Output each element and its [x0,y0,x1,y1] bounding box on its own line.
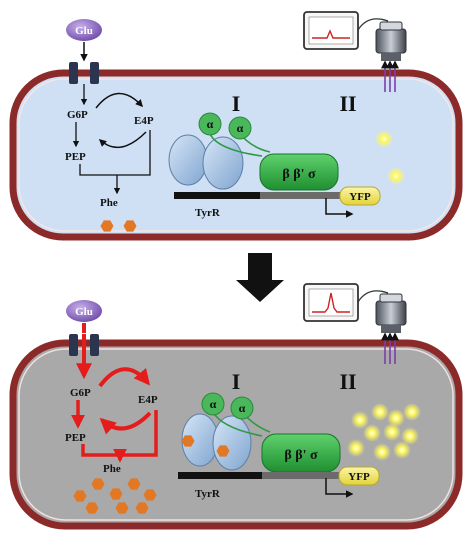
alpha-subunit-left [198,112,222,136]
region-two-label: II [339,91,356,116]
transporter-icon [381,60,399,92]
glucose-node [66,19,102,41]
cell-inner-membrane [18,348,454,521]
phe-label: Phe [100,197,118,209]
rnap-label: β β' σ [284,448,318,463]
tyrr-label: TyrR [195,488,221,500]
phe-molecule-icon [143,489,157,501]
cycle-bottom-arrow [98,131,147,149]
transporter-icon [381,332,399,364]
phe-molecule-icon [109,488,123,500]
phe-molecule-icon [181,435,195,447]
g6p-label: G6P [70,387,91,399]
fluorescence-dot [401,427,419,445]
g6p-label: G6P [67,109,88,121]
dna-reporter [262,472,344,479]
down-arrow-icon [236,253,284,302]
cycle-top-arrow [95,92,144,109]
alpha-right-label: α [237,121,244,135]
phe-molecule-icon [85,502,99,514]
glucose-node [66,300,102,322]
alpha-subunit-left [201,392,225,416]
cycle-bottom-arrow [99,411,152,435]
fluorescence-dot [375,130,393,148]
fluorescence-dot [393,441,411,459]
region-one-label: I [232,91,241,116]
panel-basal: Glu G6P E4P PEP Phe I II [9,11,463,241]
yfp-gene [338,466,380,486]
pep-branch-line [79,164,117,176]
fluorescence-dot [403,403,421,421]
phe-molecule-icon [123,220,137,232]
pep-label: PEP [65,151,86,163]
phe-molecule-icon [115,502,129,514]
alpha-left-label: α [210,397,217,411]
alpha-linker-left [209,133,263,157]
fluorescence-dot [373,443,391,461]
dna-reporter [260,192,346,199]
phe-label: Phe [103,463,121,475]
fluorescence-dot [363,424,381,442]
fluorescence-dot [371,403,389,421]
yfp-label: YFP [348,471,370,483]
phe-molecules [100,220,137,232]
glucose-channel-icon [69,62,99,84]
panel-enhanced: Glu G6P E4P PEP Phe I II α α β β' [9,283,463,530]
yfp-label: YFP [349,191,371,203]
rnap-label: β β' σ [282,167,316,182]
transcription-arrow [325,198,354,218]
fluorescence-dot [351,411,369,429]
bound-phe-molecules [181,435,230,457]
monitor-with-low-peak-icon [303,11,359,50]
detector-cable [357,18,389,31]
detector-cable [357,290,389,303]
e4p-branch-line [120,410,158,457]
fluorescence-glow [347,403,421,461]
fluorescence-glow [375,130,405,185]
glucose-label: Glu [75,306,93,318]
fluorescence-dot [347,439,365,457]
phe-molecule-icon [73,490,87,502]
e4p-label: E4P [138,394,158,406]
detector-icon [375,293,407,333]
alpha-subunit-right [230,396,254,420]
fluorescence-dot [383,423,401,441]
region-one-label: I [232,369,241,394]
rnap-core [259,153,339,191]
yfp-gene [339,186,381,206]
pep-branch-line [81,444,120,457]
region-two-label: II [339,369,356,394]
phe-molecules [73,478,157,514]
transcription-arrow [325,478,354,498]
dna-operator [178,472,262,479]
cycle-top-arrow [98,367,151,388]
e4p-branch-line [117,130,151,176]
e4p-label: E4P [134,115,154,127]
pep-label: PEP [65,432,86,444]
dna-operator [174,192,260,199]
monitor-with-high-peak-icon [303,283,359,322]
phe-molecule-icon [216,445,230,457]
detector-icon [375,21,407,61]
phe-molecule-icon [100,220,114,232]
fluorescence-dot [387,409,405,427]
alpha-left-label: α [207,117,214,131]
phe-molecule-icon [91,478,105,490]
tyrr-label: TyrR [195,207,221,219]
cell-inner-membrane [18,78,454,232]
alpha-subunit-right [228,116,252,140]
alpha-right-label: α [239,401,246,415]
phe-molecule-icon [135,502,149,514]
fluorescence-dot [387,167,405,185]
glucose-channel-icon [69,334,99,356]
glucose-label: Glu [75,25,93,37]
phe-molecule-icon [127,478,141,490]
